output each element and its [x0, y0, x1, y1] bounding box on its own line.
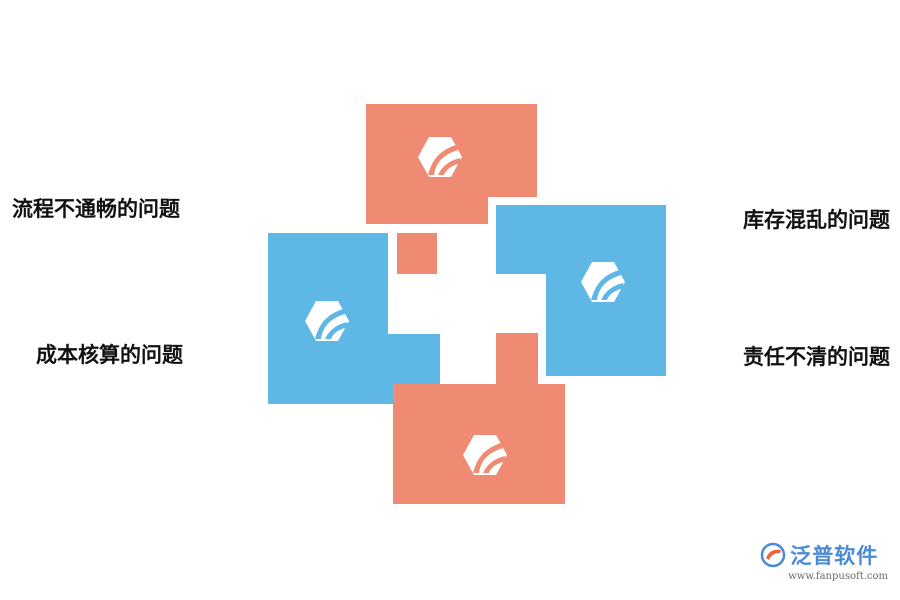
left-blue-shape — [268, 233, 440, 404]
bottom-salmon-tile — [393, 333, 565, 504]
fanpu-logo-icon — [760, 542, 786, 568]
left-blue-tile — [268, 233, 440, 404]
right-blue-shape — [496, 205, 666, 376]
right-blue-tile — [496, 205, 666, 376]
watermark-brand: 泛普软件 — [790, 544, 879, 568]
top-salmon-connector — [397, 233, 437, 274]
top-salmon-tile — [366, 104, 537, 274]
label-process-issue: 流程不通畅的问题 — [12, 197, 180, 221]
bottom-salmon-shape — [393, 333, 565, 504]
label-responsibility-issue: 责任不清的问题 — [743, 345, 890, 369]
watermark: 泛普软件 www.fanpusoft.com — [760, 540, 888, 582]
label-cost-issue: 成本核算的问题 — [36, 343, 183, 367]
label-inventory-issue: 库存混乱的问题 — [743, 208, 890, 232]
watermark-url: www.fanpusoft.com — [788, 571, 888, 582]
